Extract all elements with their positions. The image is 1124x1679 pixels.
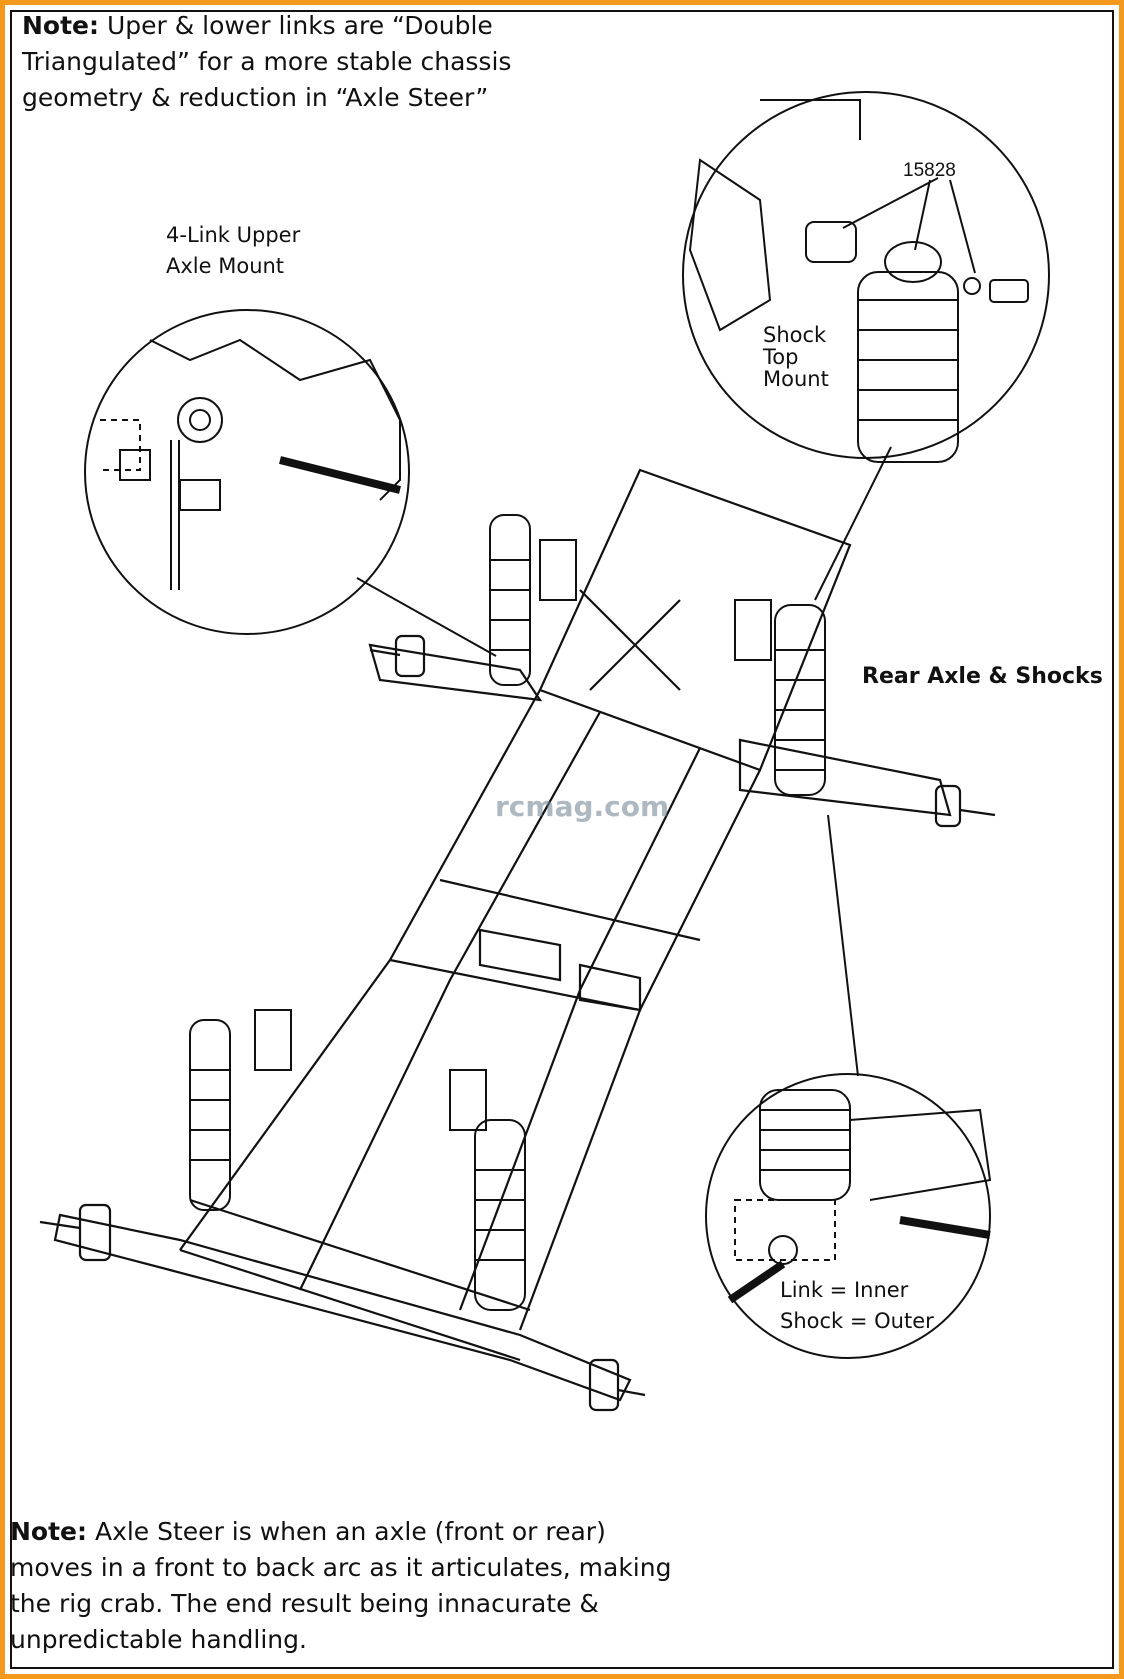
shocks [189,514,826,1311]
watermark: rcmag.com [495,790,670,823]
note-top: Note: Uper & lower links are “Double Tri… [22,8,542,116]
rear-axle [368,634,996,828]
detail-circle-upper-mount [84,309,410,635]
callout-link-shock: Link = Inner Shock = Outer [780,1278,934,1333]
note-bottom-text: Axle Steer is when an axle (front or rea… [10,1517,672,1654]
note-bottom: Note: Axle Steer is when an axle (front … [10,1514,690,1658]
inner-border [10,10,1114,1669]
chassis-rails [179,468,852,1362]
upper-mount-detail [100,338,401,590]
detail-circle-link-shock [705,1073,991,1359]
callout-shock-top: Shock Top Mount [763,323,829,391]
callout-upper-mount: 4-Link Upper Axle Mount [166,223,301,278]
note-top-prefix: Note: [22,11,100,40]
link-shock-detail [727,1089,992,1304]
front-axle [39,1203,646,1412]
shock-towers [254,539,772,1131]
callout-part-number: 15828 [903,160,956,181]
callout-rear-axle: Rear Axle & Shocks [862,664,1103,689]
note-bottom-prefix: Note: [10,1517,88,1546]
shock-top-mount-detail [688,99,1029,463]
note-top-text: Uper & lower links are “Double Triangula… [22,11,512,112]
